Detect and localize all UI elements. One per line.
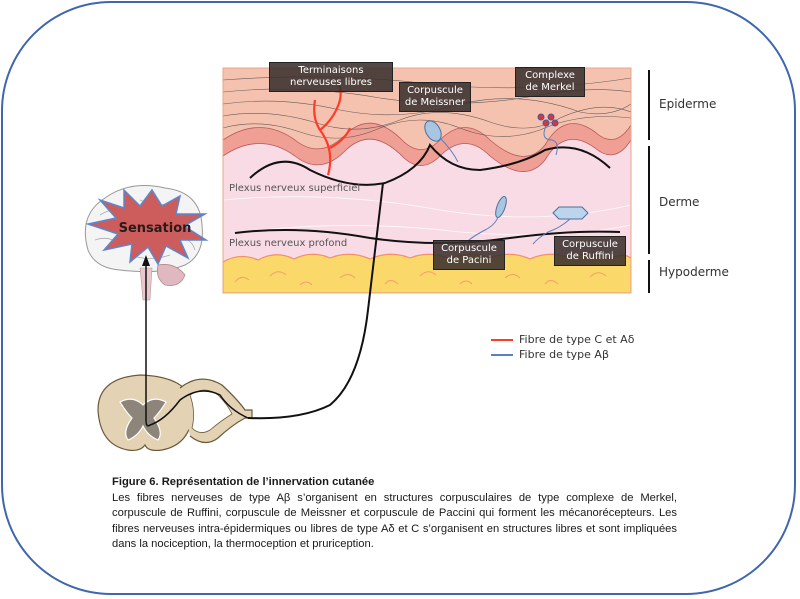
pacini-corpuscle [465,196,507,244]
arrow-head-icon [142,255,150,266]
label-plexus-profond: Plexus nerveux profond [229,238,348,249]
figure-caption: Figure 6. Représentation de l’innervatio… [112,475,677,553]
sensation-label: Sensation [118,221,192,236]
legend-swatch-red [491,338,513,341]
label-complexe-merkel: Complexe de Merkel [515,67,585,97]
legend-label: Fibre de type C et Aδ [519,333,635,346]
legend-label: Fibre de type Aβ [519,348,609,361]
label-corpuscule-meissner: Corpuscule de Meissner [399,82,471,112]
meissner-corpuscle [424,120,459,163]
afferent-nerve-fiber [247,182,384,420]
sensation-burst [85,188,209,266]
superficial-plexus-nerve [249,143,611,186]
caption-body: Les fibres nerveuses de type Aβ s’organi… [112,491,677,551]
ascending-pathway [145,265,249,427]
ruffini-corpuscle [532,206,589,245]
label-plexus-superficiel: Plexus nerveux superficiel [229,183,361,194]
label-corpuscule-pacini: Corpuscule de Pacini [433,240,505,270]
legend-item-abeta: Fibre de type Aβ [491,348,609,361]
spinal-cord-section [97,374,253,452]
legend-item-c-adelta: Fibre de type C et Aδ [491,333,634,346]
layer-epiderme: Epiderme [659,97,717,111]
basal-cell-layer [223,122,631,172]
merkel-complex [537,113,559,156]
caption-title: Figure 6. Représentation de l’innervatio… [112,476,375,488]
label-corpuscule-ruffini: Corpuscule de Ruffini [554,236,626,266]
layer-hypoderme: Hypoderme [659,265,729,279]
layer-derme: Derme [659,195,700,209]
legend-swatch-blue [491,353,513,356]
label-terminaisons-nerveuses: Terminaisons nerveuses libres [269,62,393,92]
